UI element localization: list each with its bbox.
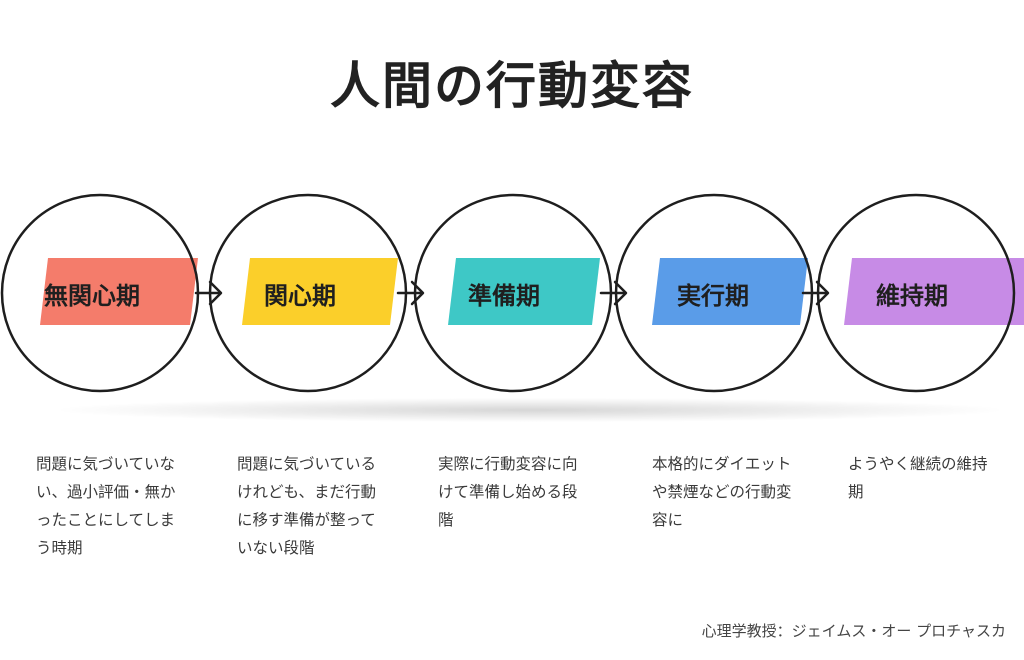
stage-description-4: 本格的にダイエットや禁煙などの行動変容に	[652, 455, 792, 529]
stage-ribbon-3	[448, 258, 600, 325]
stage-ribbon-1	[40, 258, 198, 325]
arrow-right-icon	[396, 280, 425, 306]
ground-shadow	[60, 398, 1000, 422]
arrow-right-icon	[801, 280, 830, 306]
stage-ribbon-4	[652, 258, 808, 325]
stage-ribbon-5	[844, 258, 1024, 325]
stage-label-5: 維持期	[876, 282, 948, 310]
stage-label-1: 無関心期	[44, 282, 140, 310]
stage-label-2: 関心期	[264, 282, 336, 310]
arrow-right-icon	[194, 280, 223, 306]
stage-description-5: ようやく継続の維持期	[848, 455, 988, 501]
source-credit: 心理学教授：ジェイムス・オー プロチャスカ	[701, 622, 1006, 640]
stage-description-3: 実際に行動変容に向けて準備し始める段階	[438, 455, 578, 529]
arrow-right-icon	[599, 280, 628, 306]
stage-label-4: 実行期	[677, 282, 749, 310]
stage-description-1: 問題に気づいていない、過小評価・無かったことにしてしまう時期	[36, 455, 176, 557]
page-title: 人間の行動変容	[330, 57, 694, 115]
stage-label-3: 準備期	[468, 282, 540, 310]
stage-ribbon-2	[242, 258, 398, 325]
stage-description-2: 問題に気づいているけれども、まだ行動に移す準備が整っていない段階	[237, 455, 377, 557]
